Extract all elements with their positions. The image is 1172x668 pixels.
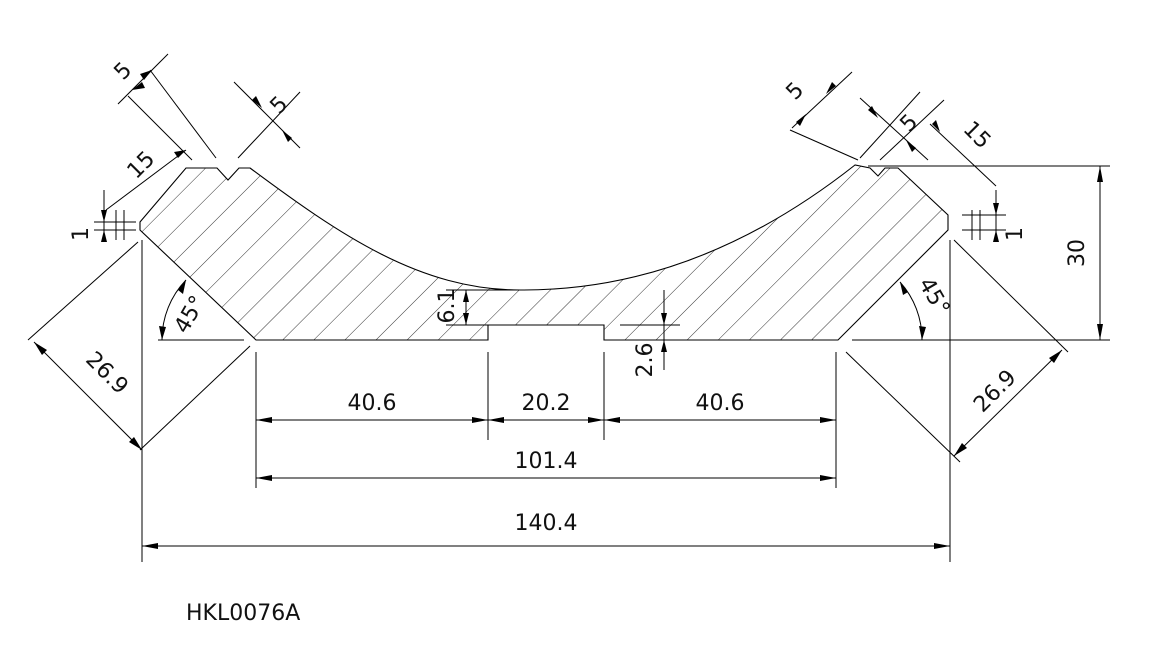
- dim-right-width: 40.6: [696, 391, 745, 416]
- dim-groove-depth: 2.6: [620, 290, 680, 378]
- dim-tl-notch-b: 5: [266, 92, 294, 120]
- dim-angle-right-label: 45°: [913, 274, 954, 320]
- dim-groove-depth-label: 2.6: [633, 343, 658, 378]
- dim-center-thickness-label: 6.1: [435, 289, 460, 324]
- dim-step-right-label: 1: [1003, 227, 1028, 241]
- profile-section: [139, 164, 949, 341]
- dim-tr-top: 15: [958, 117, 995, 154]
- dim-left-width: 40.6: [348, 391, 397, 416]
- dim-step-left: 1: [69, 190, 136, 242]
- dim-angle-left-label: 45°: [170, 292, 211, 338]
- dim-chamfer-right-label: 26.9: [969, 365, 1021, 417]
- dim-step-left-label: 1: [69, 227, 94, 241]
- dim-groove-width: 20.2: [522, 391, 571, 416]
- extension-lines: [141, 165, 1110, 562]
- dim-chamfer-left-label: 26.9: [80, 347, 132, 399]
- dim-angle-right: 45°: [899, 274, 954, 341]
- dim-tr-notch-a: 5: [782, 78, 810, 106]
- dim-height-label: 30: [1065, 239, 1090, 267]
- dim-overall-width: 140.4: [142, 511, 950, 549]
- dim-tl-notch-a: 5: [110, 58, 138, 86]
- dim-step-right: 1: [962, 190, 1028, 242]
- dim-center-thickness: 6.1: [435, 289, 520, 326]
- part-code: HKL0076A: [186, 601, 300, 626]
- dim-tl-top: 15: [123, 147, 160, 184]
- dim-height: 30: [1065, 166, 1103, 340]
- dim-bottom-width: 101.4: [256, 449, 836, 481]
- dim-bottom-width-label: 101.4: [515, 449, 578, 474]
- dim-row-top: 40.6 20.2 40.6: [256, 391, 836, 423]
- dim-overall-width-label: 140.4: [515, 511, 578, 536]
